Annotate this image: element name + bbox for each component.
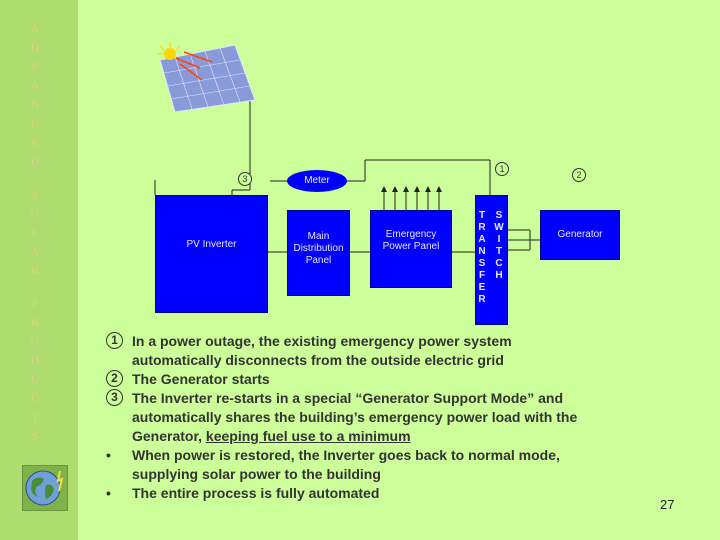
generator-box: Generator [540, 210, 620, 260]
sidebar-letter: E [31, 135, 39, 149]
bullet-marker-1: 1 [106, 332, 123, 349]
main-panel-label: Main Distribution Panel [293, 231, 344, 266]
bullet-item-2: 2 The Generator starts [106, 370, 666, 389]
transfer-switch-letter: C [495, 258, 503, 269]
transfer-switch-letter: N [478, 246, 486, 257]
sidebar-letter: A [30, 78, 40, 92]
sidebar-letter: A [30, 244, 40, 258]
bullet-text: supplying solar power to the building [132, 466, 381, 482]
pv-inverter-label: PV Inverter [186, 239, 237, 250]
transfer-switch-letter: T [495, 246, 503, 257]
bullet-item-4: • When power is restored, the Inverter g… [106, 446, 666, 484]
sidebar-letter: R [30, 263, 39, 277]
bullet-text: In a power outage, the existing emergenc… [132, 333, 512, 349]
transfer-switch-letter: E [478, 282, 486, 293]
sidebar-letter: N [30, 97, 40, 111]
transfer-switch-letter: W [494, 222, 504, 233]
step-number-2: 2 [572, 168, 586, 182]
meter-label: Meter [304, 175, 330, 186]
bullet-dot-icon: • [106, 485, 111, 501]
bullet-list: 1 In a power outage, the existing emerge… [106, 332, 666, 503]
sidebar-letter: S [31, 187, 39, 201]
transfer-switch-letter: A [478, 234, 486, 245]
transfer-switch-letter: R [478, 294, 486, 305]
bullet-dot-icon: • [106, 447, 111, 463]
sidebar-letter: U [30, 372, 40, 386]
sidebar-letter: C [30, 116, 39, 130]
solar-panel-icon [158, 42, 256, 113]
main-distribution-panel-box: Main Distribution Panel [287, 210, 350, 296]
sidebar-letter: R [30, 315, 39, 329]
bullet-text: When power is restored, the Inverter goe… [132, 447, 560, 463]
sidebar-letter: D [30, 353, 40, 367]
bullet-marker-2: 2 [106, 370, 123, 387]
transfer-switch-letter: T [478, 210, 486, 221]
transfer-switch-letter: I [497, 234, 501, 245]
sidebar-letter: C [30, 391, 39, 405]
sidebar-letter: D [30, 154, 40, 168]
emergency-power-panel-box: Emergency Power Panel [370, 210, 452, 288]
meter: Meter [287, 170, 347, 192]
sidebar-letter: L [31, 225, 39, 239]
step-number-3: 3 [238, 172, 252, 186]
generator-label: Generator [557, 229, 603, 240]
sidebar-letter: O [30, 334, 40, 348]
sidebar-letter: V [30, 59, 40, 73]
bullet-item-5: • The entire process is fully automated [106, 484, 666, 503]
bullet-text: The Generator starts [132, 371, 270, 387]
page-number: 27 [660, 497, 675, 512]
sidebar-letter: S [31, 429, 39, 443]
bullet-text: The Inverter re-starts in a special “Gen… [132, 390, 563, 406]
emergency-panel-label: Emergency Power Panel [382, 229, 440, 252]
transfer-switch-letter: H [495, 270, 503, 281]
sidebar-letter: A [30, 21, 40, 35]
transfer-switch-letter: S [495, 210, 503, 221]
transfer-switch-letter: S [478, 258, 486, 269]
sidebar-letter: T [31, 410, 39, 424]
sidebar-letter: P [31, 296, 39, 310]
sidebar-letter: O [30, 206, 40, 220]
bullet-text: Generator, keeping fuel use to a minimum [132, 427, 666, 446]
pv-inverter-box: PV Inverter [155, 195, 268, 313]
bullet-text-part: Generator, [132, 428, 206, 444]
bullet-text: automatically disconnects from the outsi… [132, 352, 504, 368]
bullet-text: automatically shares the building’s emer… [132, 409, 578, 425]
bullet-item-3: 3 The Inverter re-starts in a special “G… [106, 389, 666, 446]
bullet-item-1: 1 In a power outage, the existing emerge… [106, 332, 666, 370]
bullet-text-underlined: keeping fuel use to a minimum [205, 428, 411, 444]
step-number-1: 1 [495, 162, 509, 176]
globe-logo-icon [22, 465, 68, 511]
transfer-switch-letter: F [478, 270, 486, 281]
transfer-switch-letter: R [478, 222, 486, 233]
bullet-marker-3: 3 [106, 389, 123, 406]
bullet-text: The entire process is fully automated [132, 485, 380, 501]
sidebar-letter: D [30, 40, 40, 54]
